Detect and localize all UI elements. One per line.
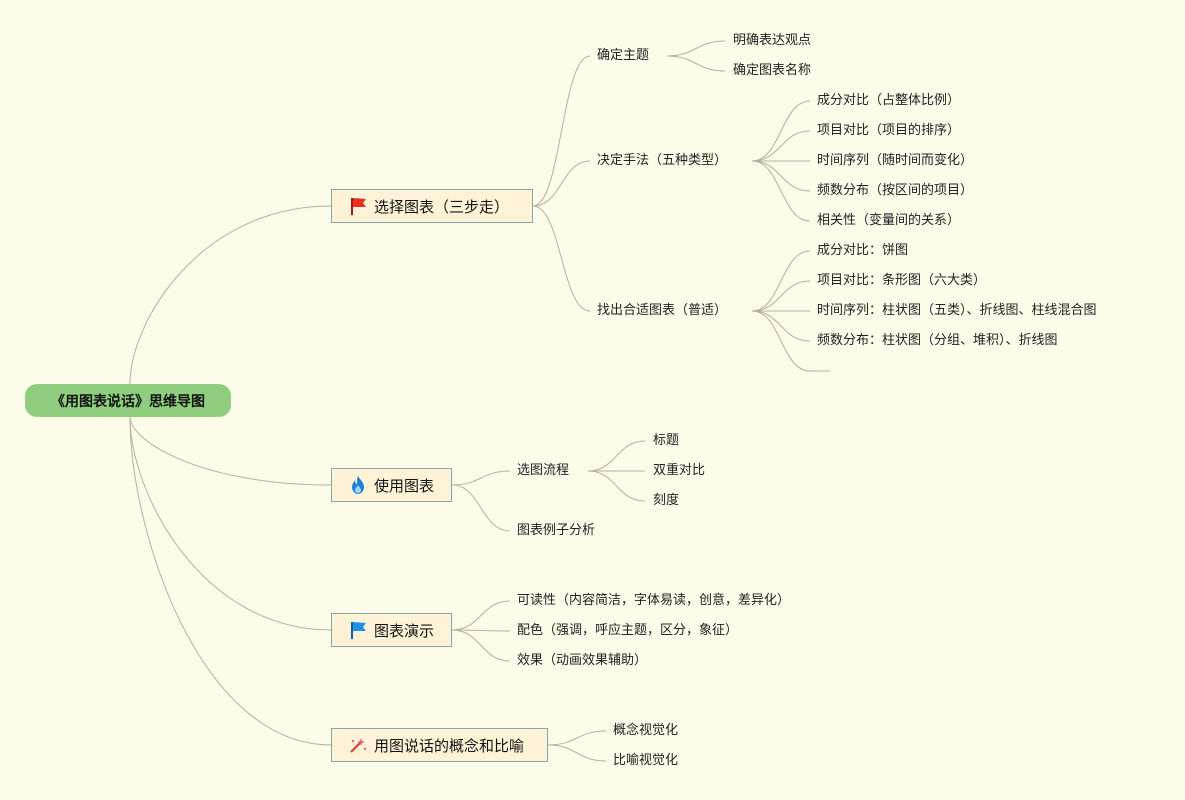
connector-line (751, 160, 811, 222)
connector-line (587, 440, 646, 472)
branch-label: 选择图表（三步走） (374, 197, 510, 216)
connector-line (751, 160, 811, 192)
root-connector-line (129, 416, 332, 486)
branch-label: 图表演示 (374, 621, 435, 640)
leaf-item[interactable]: 时间序列：柱状图（五类）、折线图、柱线混合图 (817, 303, 1097, 318)
topic-chart-examples[interactable]: 图表例子分析 (517, 523, 596, 538)
leaf-item[interactable]: 标题 (653, 433, 680, 448)
topic-color-scheme[interactable]: 配色（强调，呼应主题，区分，象征） (517, 623, 739, 638)
connector-line (451, 484, 511, 532)
connector-line (751, 310, 811, 372)
leaf-item[interactable]: 确定图表名称 (733, 63, 812, 78)
leaf-item[interactable]: 时间序列（随时间而变化） (817, 153, 974, 168)
branch-select-chart[interactable]: 选择图表（三步走） (331, 189, 533, 223)
connector-line (451, 600, 511, 631)
root-topic[interactable]: 《用图表说话》思维导图 (25, 384, 231, 417)
connector-line (532, 160, 591, 207)
leaf-item[interactable]: 频数分布（按区间的项目） (817, 183, 974, 198)
connector-line (451, 629, 511, 632)
connector-line (751, 130, 811, 162)
connector-line (547, 744, 607, 762)
topic-decide-method[interactable]: 决定手法（五种类型） (597, 153, 728, 168)
leaf-item[interactable]: 成分对比（占整体比例） (817, 93, 961, 108)
magic-wand-icon (348, 735, 368, 755)
root-connector-line (129, 205, 332, 385)
connector-line (751, 280, 811, 312)
branch-concepts-metaphors[interactable]: 用图说话的概念和比喻 (331, 728, 548, 762)
blue-flag-icon (348, 620, 368, 640)
topic-selection-flow[interactable]: 选图流程 (517, 463, 570, 478)
leaf-item[interactable]: 项目对比：条形图（六大类） (817, 273, 987, 288)
topic-metaphor-visualization[interactable]: 比喻视觉化 (613, 753, 679, 768)
connector-line (532, 55, 591, 207)
leaf-item[interactable]: 明确表达观点 (733, 33, 812, 48)
root-connector-line (129, 416, 332, 631)
topic-determine-theme[interactable]: 确定主题 (597, 48, 650, 63)
fire-icon (348, 475, 368, 495)
branch-use-chart[interactable]: 使用图表 (331, 468, 452, 502)
leaf-item[interactable]: 相关性（变量间的关系） (817, 213, 961, 228)
branch-label: 用图说话的概念和比喻 (374, 736, 525, 755)
leaf-item[interactable]: 刻度 (653, 493, 680, 508)
branch-chart-presentation[interactable]: 图表演示 (331, 613, 452, 647)
leaf-item[interactable]: 双重对比 (653, 463, 706, 478)
connector-line (532, 205, 591, 312)
branch-label: 使用图表 (374, 476, 435, 495)
connector-line (751, 250, 811, 312)
leaf-item[interactable]: 项目对比（项目的排序） (817, 123, 961, 138)
connector-line (666, 40, 726, 57)
topic-find-chart[interactable]: 找出合适图表（普适） (597, 303, 728, 318)
topic-effects[interactable]: 效果（动画效果辅助） (517, 653, 648, 668)
connector-line (587, 470, 646, 502)
connector-line (451, 470, 511, 486)
topic-concept-visualization[interactable]: 概念视觉化 (613, 723, 679, 738)
root-connector-line (129, 416, 332, 746)
connector-line (751, 100, 811, 162)
connector-line (547, 730, 607, 746)
red-flag-icon (348, 196, 368, 216)
root-topic-label: 《用图表说话》思维导图 (51, 393, 205, 410)
connector-line (451, 629, 511, 662)
leaf-item[interactable]: 频数分布：柱状图（分组、堆积）、折线图 (817, 333, 1058, 348)
leaf-item[interactable]: 成分对比：饼图 (817, 243, 909, 258)
connector-line (666, 55, 726, 72)
topic-readability[interactable]: 可读性（内容简洁，字体易读，创意，差异化） (517, 593, 791, 608)
connector-line (751, 310, 811, 342)
